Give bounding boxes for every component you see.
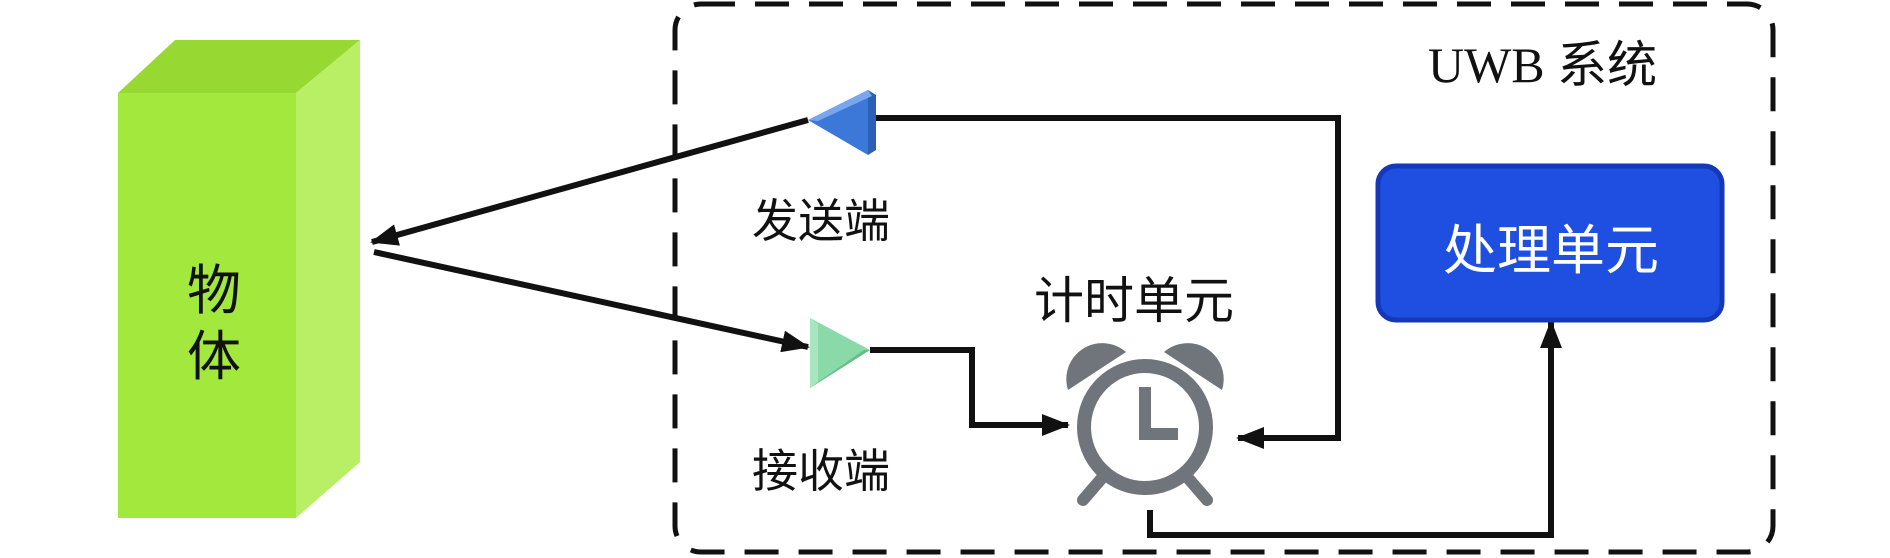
timing-unit-label: 计时单元 [1034,272,1234,330]
transmitter-to-timer-arrow [876,115,1341,449]
object-label: 物体 [187,259,241,388]
transmitter-icon [808,90,876,155]
receiver-icon [810,318,870,388]
object-box [118,40,360,518]
object-front-face [118,93,296,518]
object-top-face [118,40,360,93]
receiver-to-timer-arrow [870,347,1070,436]
uwb-system-title: UWB 系统 [1428,37,1658,93]
transmitter-label: 发送端 [752,194,890,248]
reflection-to-receiver-arrow [373,249,810,353]
processing-unit-label: 处理单元 [1443,219,1659,282]
receiver-label: 接收端 [752,444,890,498]
signal-to-object-arrow [370,117,809,246]
processing-unit-box [1375,163,1725,323]
object-side-face [296,40,360,518]
timer-to-processing-arrow [1147,320,1562,538]
alarm-clock-icon [1066,343,1224,506]
